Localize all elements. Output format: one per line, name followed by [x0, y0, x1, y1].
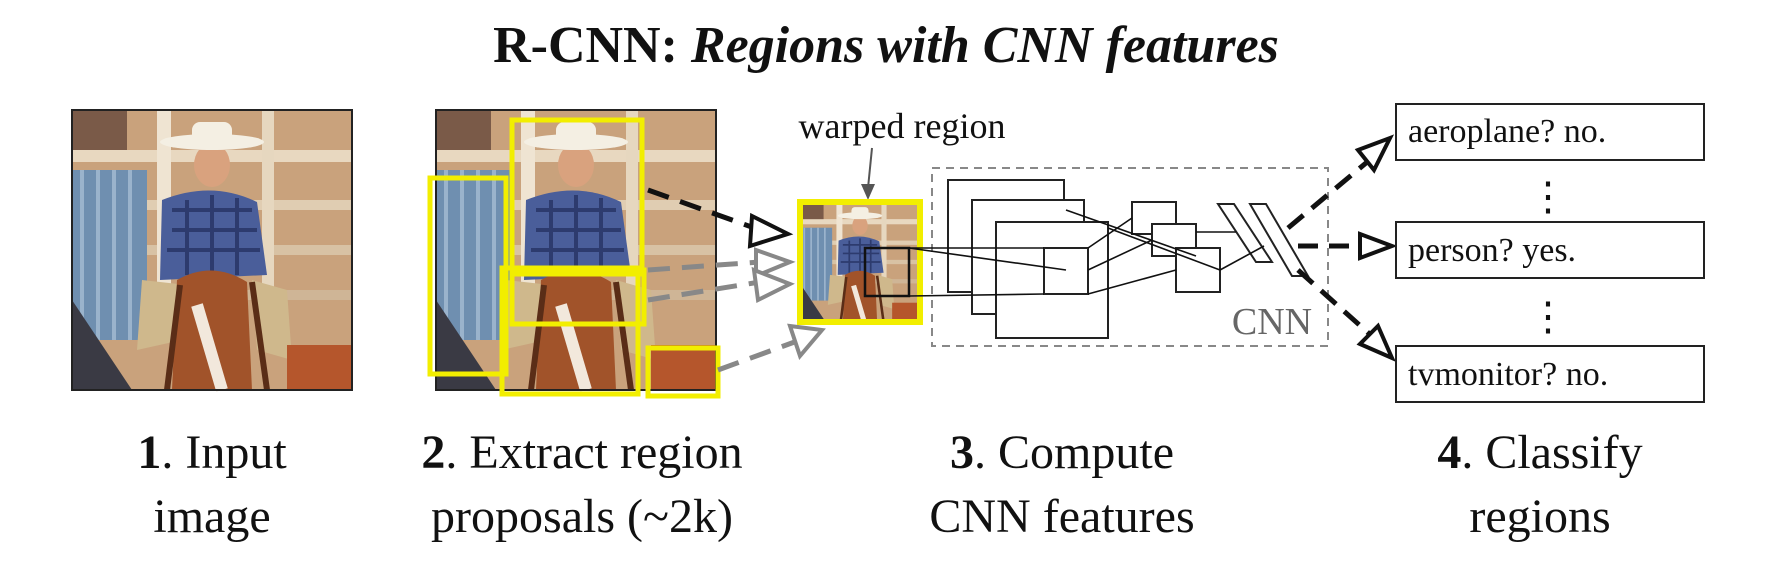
proposal-box	[509, 117, 645, 277]
arrowhead	[1356, 322, 1396, 362]
step-1-line2: image	[153, 490, 270, 543]
diagram-title: R-CNN: Regions with CNN features	[493, 17, 1279, 74]
feature-map-small	[1175, 247, 1221, 293]
step-2-line2: proposals (~2k)	[431, 490, 733, 543]
step-4-line2: regions	[1469, 490, 1610, 543]
warped-region	[797, 199, 923, 325]
class-label: aeroplane? no.	[1408, 113, 1606, 150]
ellipsis-dots: ⋮	[1528, 174, 1568, 219]
fc-layer	[1216, 203, 1274, 263]
input-image	[72, 110, 352, 390]
cnn-connections	[908, 209, 1265, 297]
arrowhead	[1358, 231, 1398, 261]
proposal-box	[509, 267, 647, 327]
proposal-box	[427, 175, 509, 377]
gray-dashed-arrow	[647, 259, 761, 273]
arrowhead	[754, 247, 796, 279]
title-prefix: R-CNN:	[493, 17, 691, 74]
proposals-image	[427, 110, 721, 399]
proposal-boxes	[427, 117, 721, 399]
warped-pointer-line	[867, 147, 873, 189]
warped-pointer-head	[861, 184, 875, 200]
cnn-block: CNN	[908, 167, 1329, 347]
class-box-person: person? yes.	[1395, 221, 1705, 279]
step-4-line1: 4. Classify	[1437, 426, 1642, 479]
title-emphasis: Regions with CNN features	[690, 17, 1279, 74]
cnn-dashed-border	[931, 167, 1329, 347]
class-label: person? yes.	[1408, 232, 1576, 269]
dashed-arrow-aeroplane	[1286, 156, 1374, 230]
step-1-line1: 1. Input	[137, 426, 287, 479]
arrowhead	[787, 323, 826, 361]
step-2-line1: 2. Extract region	[421, 426, 742, 479]
ellipsis-dots: ⋮	[1528, 294, 1568, 339]
class-results: aeroplane? no. ⋮ person? yes. ⋮ tvmonito…	[1395, 103, 1705, 403]
arrowhead	[751, 266, 795, 304]
arrowhead	[747, 212, 794, 249]
classifier-arrows	[1286, 134, 1398, 362]
proposal-box	[645, 345, 721, 399]
conv-window	[863, 246, 911, 298]
step-3-line2: CNN features	[929, 490, 1194, 543]
arrowhead	[1354, 134, 1395, 174]
proposal-arrows	[647, 187, 826, 373]
class-box-tvmonitor: tvmonitor? no.	[1395, 345, 1705, 403]
gray-dashed-arrow	[647, 279, 761, 303]
dark-dashed-arrow	[647, 187, 761, 233]
step-3-line1: 3. Compute	[950, 426, 1174, 479]
warped-region-label: warped region	[799, 106, 1006, 146]
class-box-aeroplane: aeroplane? no.	[1395, 103, 1705, 161]
step-captions: 1. Input image 2. Extract region proposa…	[137, 426, 1642, 543]
cnn-label: CNN	[1232, 301, 1312, 343]
gray-dashed-arrow	[717, 337, 801, 373]
conv-kernel	[1043, 247, 1089, 295]
class-label: tvmonitor? no.	[1408, 356, 1608, 393]
dashed-arrow-tvmonitor	[1296, 268, 1376, 340]
